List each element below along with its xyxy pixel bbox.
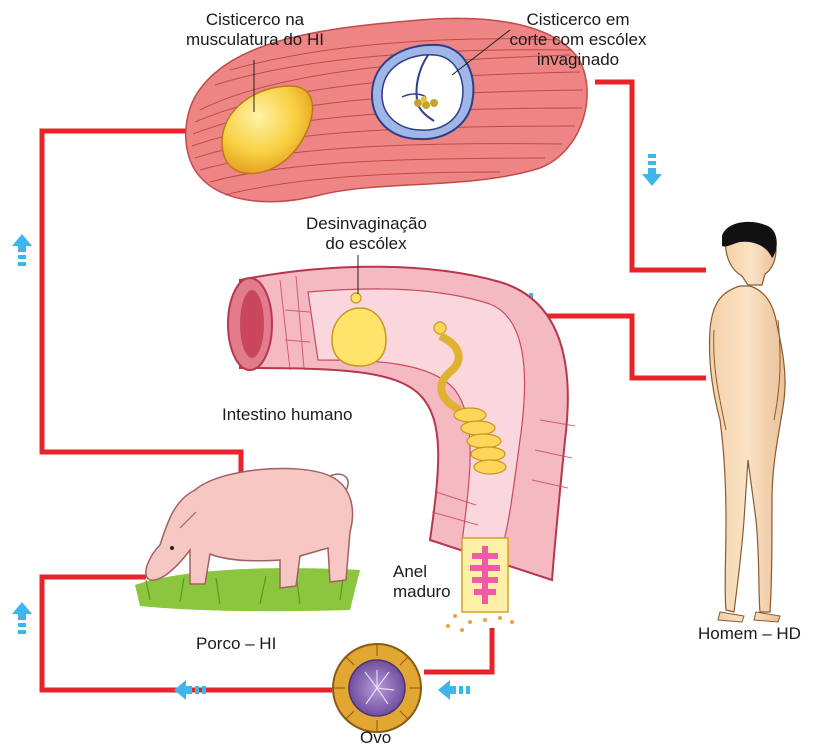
pig-figure	[135, 468, 360, 611]
label-homem: Homem – HD	[698, 624, 801, 644]
cisticerco-corte	[372, 45, 473, 139]
ovo-egg	[333, 644, 421, 732]
arrow-down-icon	[642, 154, 662, 186]
arrow-up-icon	[12, 234, 32, 266]
arrow-left-icon	[438, 680, 470, 700]
man-figure	[709, 222, 785, 622]
label-porco: Porco – HI	[196, 634, 276, 654]
label-desinvaginacao: Desinvaginação do escólex	[306, 214, 426, 254]
arrow-up-icon	[12, 602, 32, 634]
label-cisticerco-musculatura: Cisticerco na musculatura do HI	[170, 10, 340, 50]
label-ovo: Ovo	[360, 728, 391, 748]
label-anel-maduro: Anel maduro	[393, 562, 451, 602]
label-cisticerco-corte: Cisticerco em corte com escólex invagina…	[488, 10, 668, 70]
anel-maduro	[446, 538, 514, 632]
path-proglottid-to-egg	[424, 628, 492, 672]
label-intestino: Intestino humano	[222, 405, 352, 425]
